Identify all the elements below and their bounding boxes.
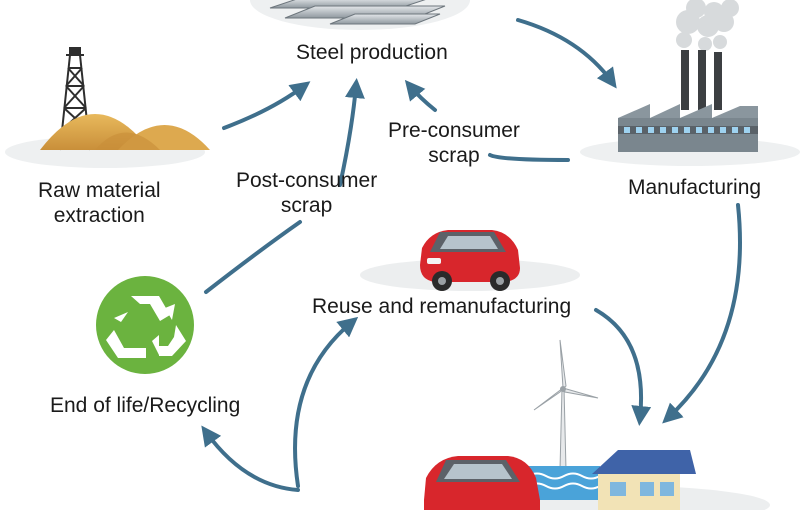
- steel-production-label: Steel production: [296, 41, 448, 64]
- post-consumer-line2: scrap: [280, 194, 333, 217]
- raw-material-line1: Raw material: [38, 179, 161, 202]
- arrow-post-consumer-to-steel: [204, 86, 356, 294]
- pre-consumer-line1: Pre-consumer: [388, 119, 520, 142]
- raw-material-line2: extraction: [53, 204, 145, 227]
- factory-smoke: [676, 0, 739, 51]
- arrow-steel-to-manufacturing: [516, 18, 617, 89]
- factory-icon: [618, 0, 758, 152]
- reuse-label: Reuse and remanufacturing: [312, 295, 572, 318]
- pre-consumer-scrap-label: Pre-consumer scrap: [388, 118, 520, 168]
- car-icon: [424, 456, 540, 510]
- post-consumer-scrap-label: Post-consumer scrap: [236, 168, 377, 218]
- raw-material-label: Raw material extraction: [38, 178, 161, 228]
- arrow-use-to-end-of-life: [201, 425, 300, 492]
- arrow-raw-to-steel: [222, 81, 311, 130]
- pre-consumer-line2: scrap: [428, 144, 480, 167]
- steel-ingots-icon: [269, 0, 446, 25]
- house-icon: [592, 450, 696, 510]
- water-waves: [527, 466, 601, 500]
- arrow-use-to-reuse: [293, 316, 359, 488]
- end-of-life-label: End of life/Recycling: [50, 394, 241, 417]
- sand-pile-icon: [40, 114, 210, 150]
- car-icon: [420, 230, 520, 291]
- arrow-pre-consumer-to-steel: [410, 86, 570, 162]
- wind-turbine-icon: [533, 339, 599, 471]
- recycle-icon: [96, 276, 194, 374]
- arrow-manufacturing-to-use: [662, 203, 742, 424]
- post-consumer-line1: Post-consumer: [236, 169, 378, 192]
- manufacturing-label: Manufacturing: [628, 176, 762, 199]
- arrow-reuse-to-use: [594, 308, 652, 426]
